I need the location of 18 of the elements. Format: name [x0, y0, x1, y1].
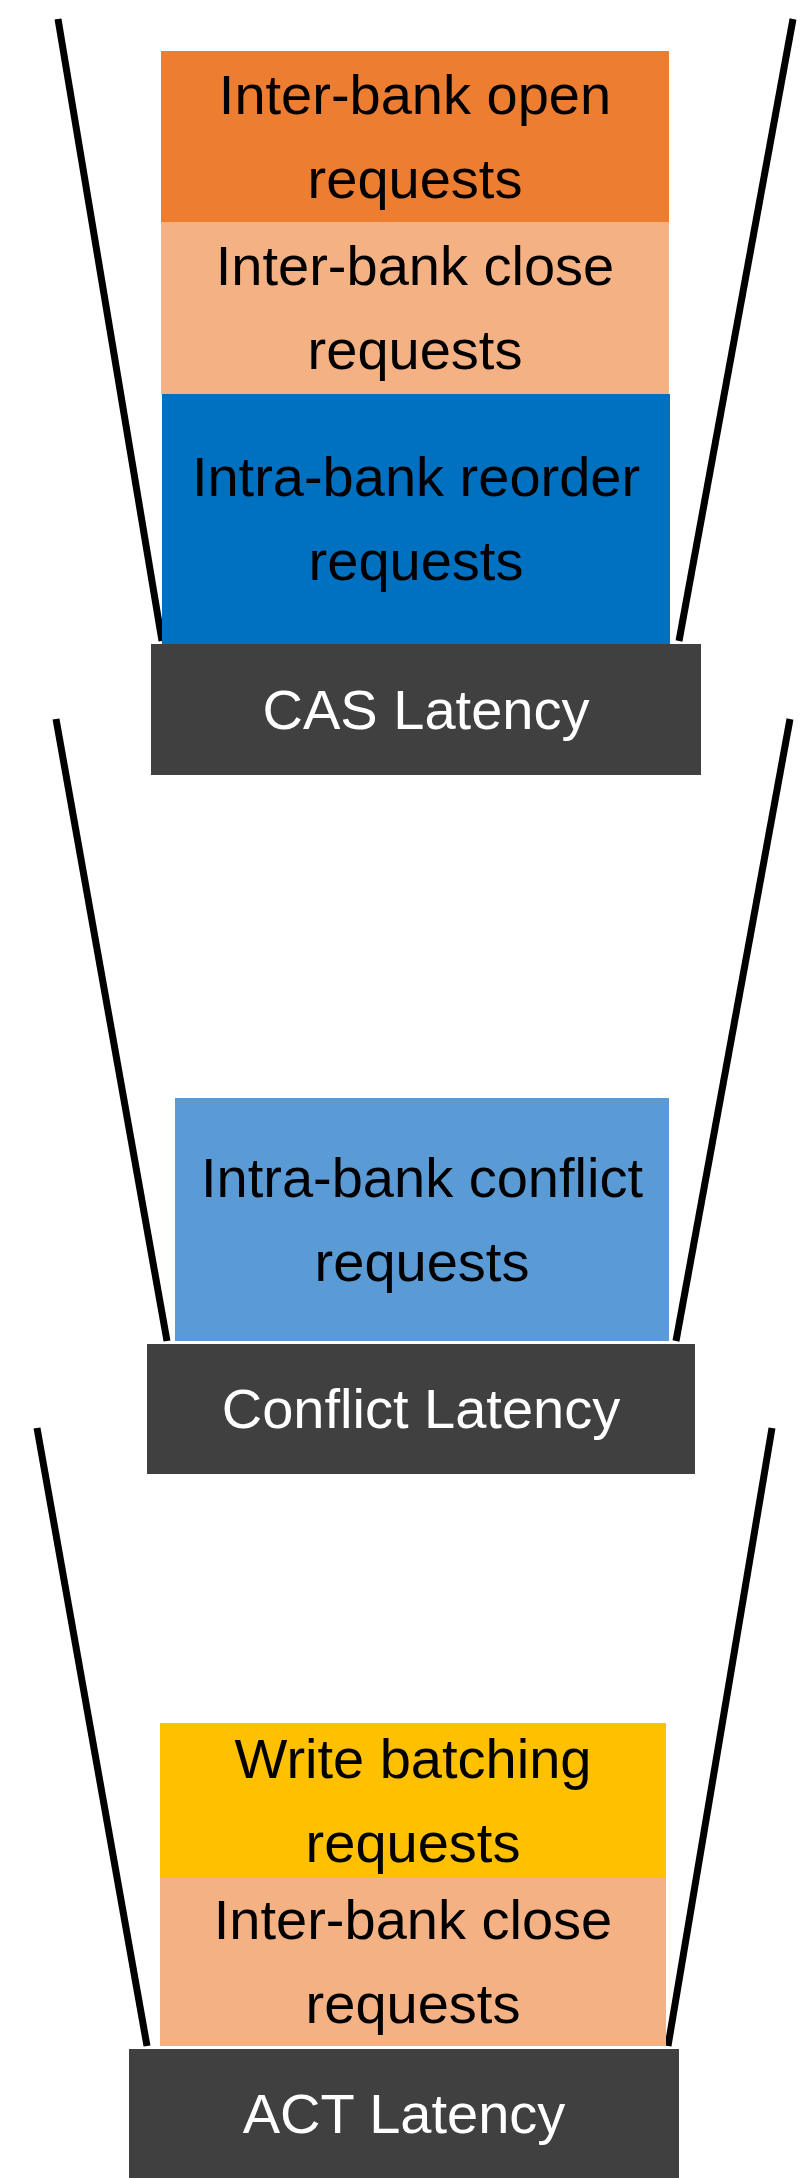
request-block: [162, 394, 670, 644]
request-label: Inter-bank close requests: [214, 233, 616, 383]
request-label: Inter-bank open requests: [217, 61, 613, 212]
latency-bar: [129, 2049, 679, 2178]
request-label: Inter-bank close requests: [212, 1887, 614, 2037]
latency-bar: [147, 1344, 695, 1474]
latency-label: Conflict Latency: [221, 1376, 621, 1442]
request-label: Intra-bank conflict requests: [200, 1144, 644, 1295]
latency-label: ACT Latency: [242, 2080, 566, 2147]
request-label: Intra-bank reorder requests: [190, 444, 642, 594]
latency-label: CAS Latency: [262, 676, 590, 743]
request-label: Write batching requests: [233, 1725, 593, 1876]
request-block: [161, 51, 669, 222]
request-block: [160, 1723, 666, 1878]
request-block: [175, 1098, 669, 1341]
request-block: [160, 1878, 666, 2046]
latency-bar: [151, 644, 701, 775]
request-block: [161, 222, 669, 394]
